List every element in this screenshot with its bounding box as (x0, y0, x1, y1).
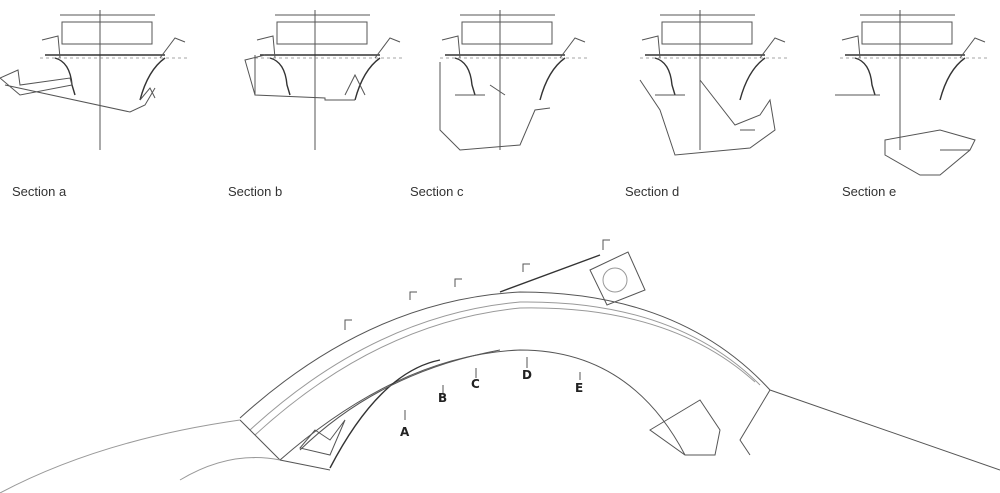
plan-marker-e: E (575, 381, 583, 395)
section-c-drawing (439, 9, 591, 151)
section-a-caption: Section a (12, 184, 67, 199)
plan-marker-a: A (400, 425, 410, 439)
plan-drawing: A B C D E (0, 239, 1000, 493)
outer-road-edge (239, 291, 771, 419)
section-e-caption: Section e (842, 184, 897, 199)
section-b-drawing (244, 9, 406, 151)
section-e-drawing (835, 9, 991, 176)
section-d-caption: Section d (625, 184, 680, 199)
section-a-drawing (0, 9, 191, 151)
plan-marker-d: D (522, 368, 532, 382)
inner-arch-edge (279, 349, 686, 461)
section-b-caption: Section b (228, 184, 283, 199)
plan-marker-c: C (471, 377, 480, 391)
section-d-drawing (639, 9, 791, 156)
section-c-caption: Section c (410, 184, 464, 199)
plan-marker-b: B (438, 391, 447, 405)
